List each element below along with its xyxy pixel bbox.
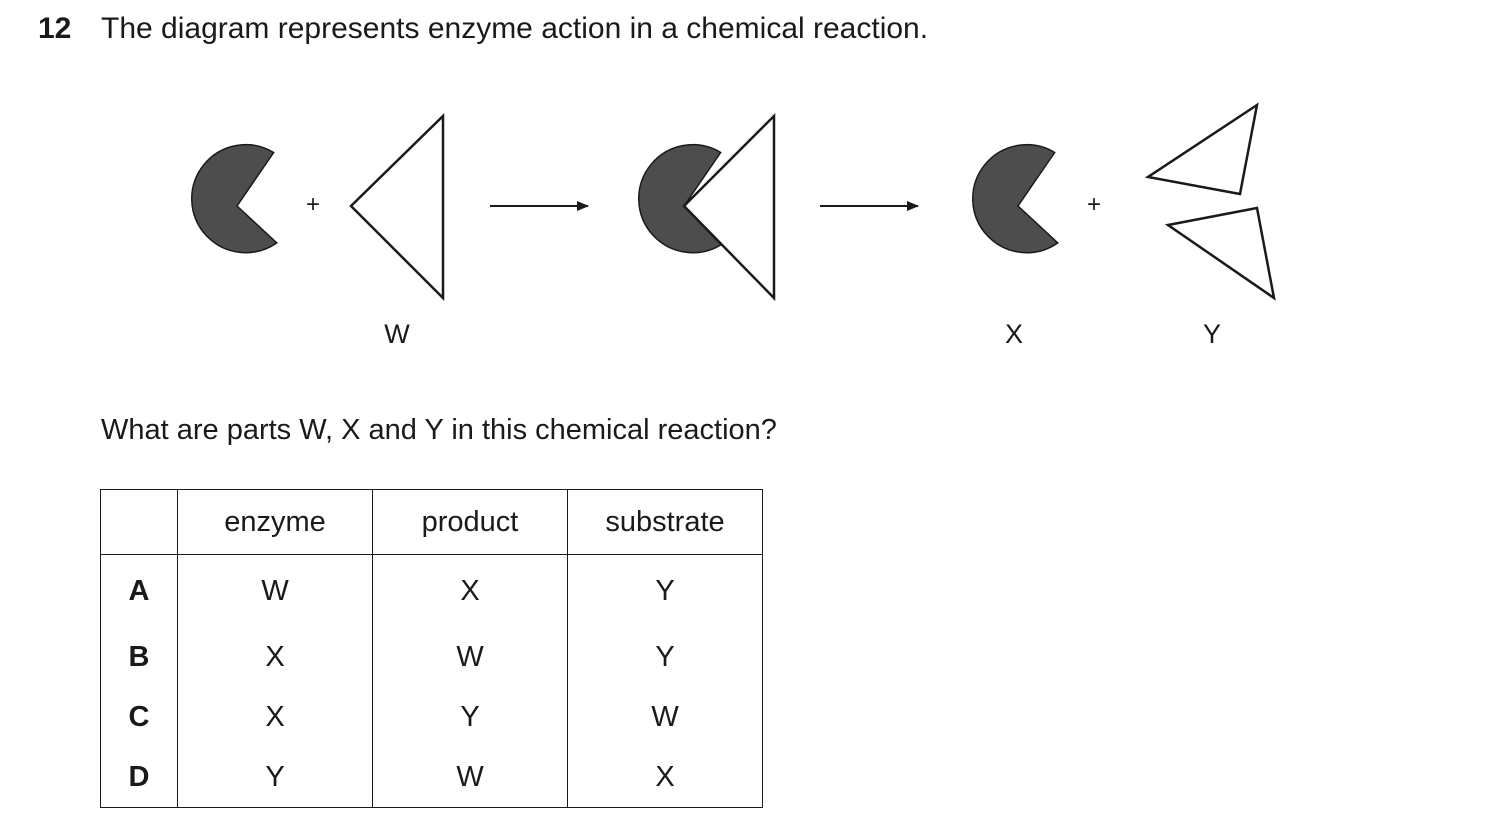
cell-substrate: Y — [567, 627, 763, 687]
question-stem: The diagram represents enzyme action in … — [101, 12, 929, 45]
cell-product: W — [372, 627, 568, 687]
label-y: Y — [1203, 319, 1221, 349]
question-number: 12 — [38, 12, 72, 45]
product-triangle-top — [1144, 102, 1259, 196]
enzyme-diagram: + W + X Y — [191, 102, 1276, 349]
label-w: W — [384, 319, 410, 349]
header-substrate: substrate — [567, 489, 763, 555]
enzyme-shape-1 — [191, 143, 278, 254]
option-row-a[interactable]: A W X Y — [100, 554, 763, 627]
table-header-row: enzyme product substrate — [100, 489, 763, 555]
question-prompt: What are parts W, X and Y in this chemic… — [101, 414, 777, 446]
enzyme-shape-x — [972, 143, 1059, 254]
header-enzyme: enzyme — [177, 489, 373, 555]
option-letter: B — [100, 627, 178, 687]
cell-enzyme: W — [177, 554, 373, 627]
cell-substrate: X — [567, 747, 763, 808]
cell-product: W — [372, 747, 568, 808]
header-blank — [100, 489, 178, 555]
cell-substrate: W — [567, 687, 763, 747]
answer-options-table: enzyme product substrate A W X Y B X W Y… — [100, 489, 763, 808]
cell-enzyme: X — [177, 627, 373, 687]
substrate-triangle-w — [349, 113, 445, 302]
cell-enzyme: X — [177, 687, 373, 747]
option-letter: D — [100, 747, 178, 808]
plus-sign-1: + — [306, 191, 320, 218]
cell-product: Y — [372, 687, 568, 747]
option-letter: C — [100, 687, 178, 747]
cell-product: X — [372, 554, 568, 627]
cell-substrate: Y — [567, 554, 763, 627]
plus-sign-2: + — [1087, 191, 1101, 218]
enzyme-substrate-complex — [638, 112, 776, 302]
bound-substrate-triangle — [682, 112, 776, 302]
header-product: product — [372, 489, 568, 555]
product-triangle-bottom — [1164, 206, 1276, 301]
option-letter: A — [100, 554, 178, 627]
option-row-c[interactable]: C X Y W — [100, 687, 763, 747]
cell-enzyme: Y — [177, 747, 373, 808]
label-x: X — [1005, 319, 1023, 349]
option-row-d[interactable]: D Y W X — [100, 747, 763, 808]
option-row-b[interactable]: B X W Y — [100, 627, 763, 687]
